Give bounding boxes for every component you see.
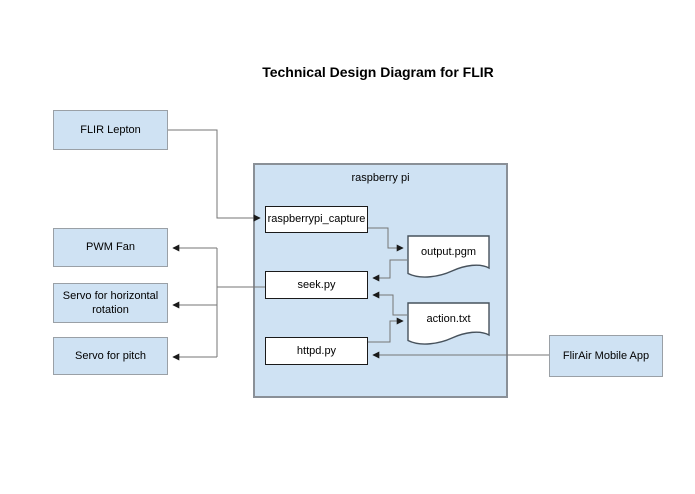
node-flirair-mobile-app-label: FlirAir Mobile App — [562, 349, 650, 362]
node-flir-lepton-label: FLIR Lepton — [80, 123, 141, 136]
connector-capture-to-output — [368, 227, 404, 252]
node-pwm-fan: PWM Fan — [53, 228, 168, 267]
node-servo-pitch: Servo for pitch — [53, 337, 168, 375]
node-servo-horizontal: Servo for horizontal rotation — [53, 283, 168, 323]
connector-output-to-seek — [372, 259, 407, 282]
node-httpd-py-label: httpd.py — [296, 344, 337, 357]
node-action-txt-label: action.txt — [426, 313, 471, 325]
connector-lepton-to-capture — [168, 129, 261, 222]
document-shape-icon — [407, 235, 490, 278]
node-pwm-fan-label: PWM Fan — [86, 241, 135, 254]
document-shape-icon — [407, 302, 490, 345]
node-httpd-py: httpd.py — [265, 337, 368, 365]
diagram-title: Technical Design Diagram for FLIR — [262, 64, 494, 80]
node-servo-horizontal-label: Servo for horizontal rotation — [62, 289, 159, 316]
node-seek-py: seek.py — [265, 271, 368, 299]
node-output-pgm: output.pgm — [407, 235, 490, 280]
node-flir-lepton: FLIR Lepton — [53, 110, 168, 150]
connector-httpd-to-action — [368, 317, 404, 343]
node-raspberrypi-capture: raspberrypi_capture — [265, 206, 368, 233]
connector-action-to-seek — [372, 291, 407, 316]
node-raspberrypi-capture-label: raspberrypi_capture — [267, 213, 366, 226]
node-servo-pitch-label: Servo for pitch — [75, 349, 146, 362]
group-raspberry-pi-label: raspberry pi — [351, 172, 410, 184]
node-action-txt: action.txt — [407, 302, 490, 347]
node-flirair-mobile-app: FlirAir Mobile App — [549, 335, 663, 377]
node-output-pgm-label: output.pgm — [420, 246, 477, 258]
node-seek-py-label: seek.py — [297, 278, 336, 291]
